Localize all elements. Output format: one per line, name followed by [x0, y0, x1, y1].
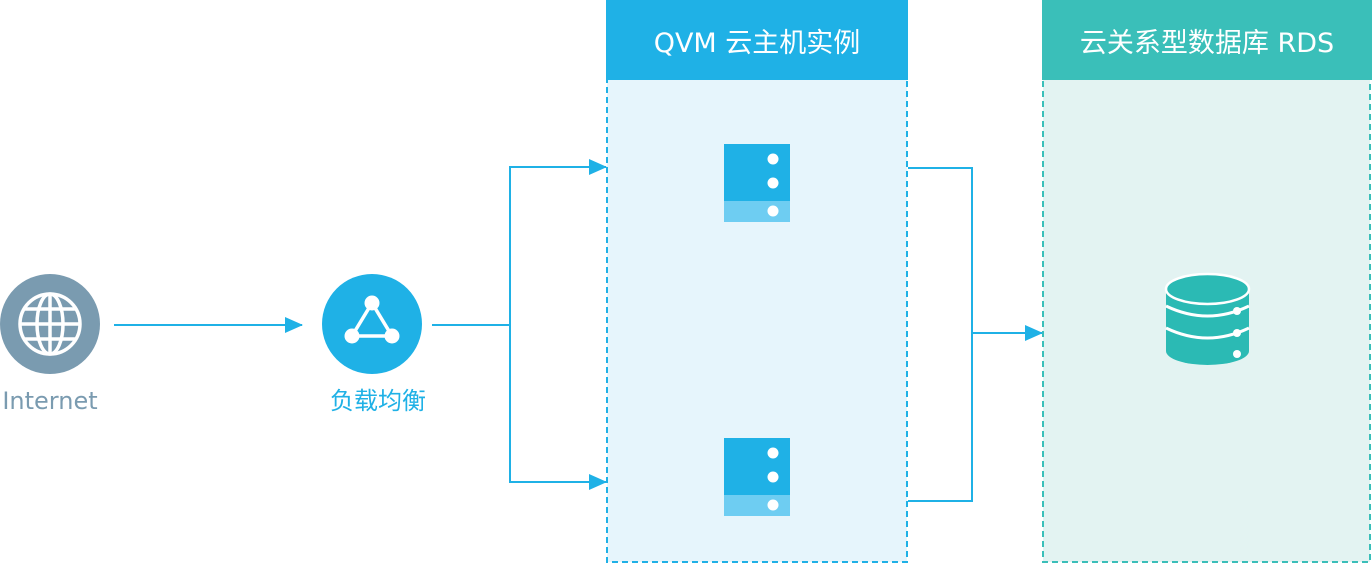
- qvm-panel-header: [606, 0, 908, 80]
- server-1-to-rds-line: [908, 167, 973, 333]
- load-balancer-node: 负载均衡: [322, 274, 426, 415]
- database-icon: [1164, 272, 1251, 365]
- load-balancer-icon: [322, 274, 422, 374]
- internet-node: Internet: [0, 274, 100, 415]
- server-icon: [724, 144, 790, 222]
- server-2-to-rds-line: [908, 333, 973, 502]
- lb-to-server-1-arrow: [432, 159, 607, 326]
- rds-panel-title: 云关系型数据库 RDS: [1080, 28, 1334, 59]
- server-icon: [724, 438, 790, 516]
- lb-to-server-2-arrow: [509, 325, 607, 490]
- connectors: [114, 159, 1043, 502]
- internet-label: Internet: [2, 387, 97, 415]
- load-balancer-label: 负载均衡: [330, 387, 426, 415]
- globe-icon: [0, 274, 100, 374]
- rds-panel-header: [1042, 0, 1372, 80]
- qvm-panel-title: QVM 云主机实例: [654, 28, 861, 59]
